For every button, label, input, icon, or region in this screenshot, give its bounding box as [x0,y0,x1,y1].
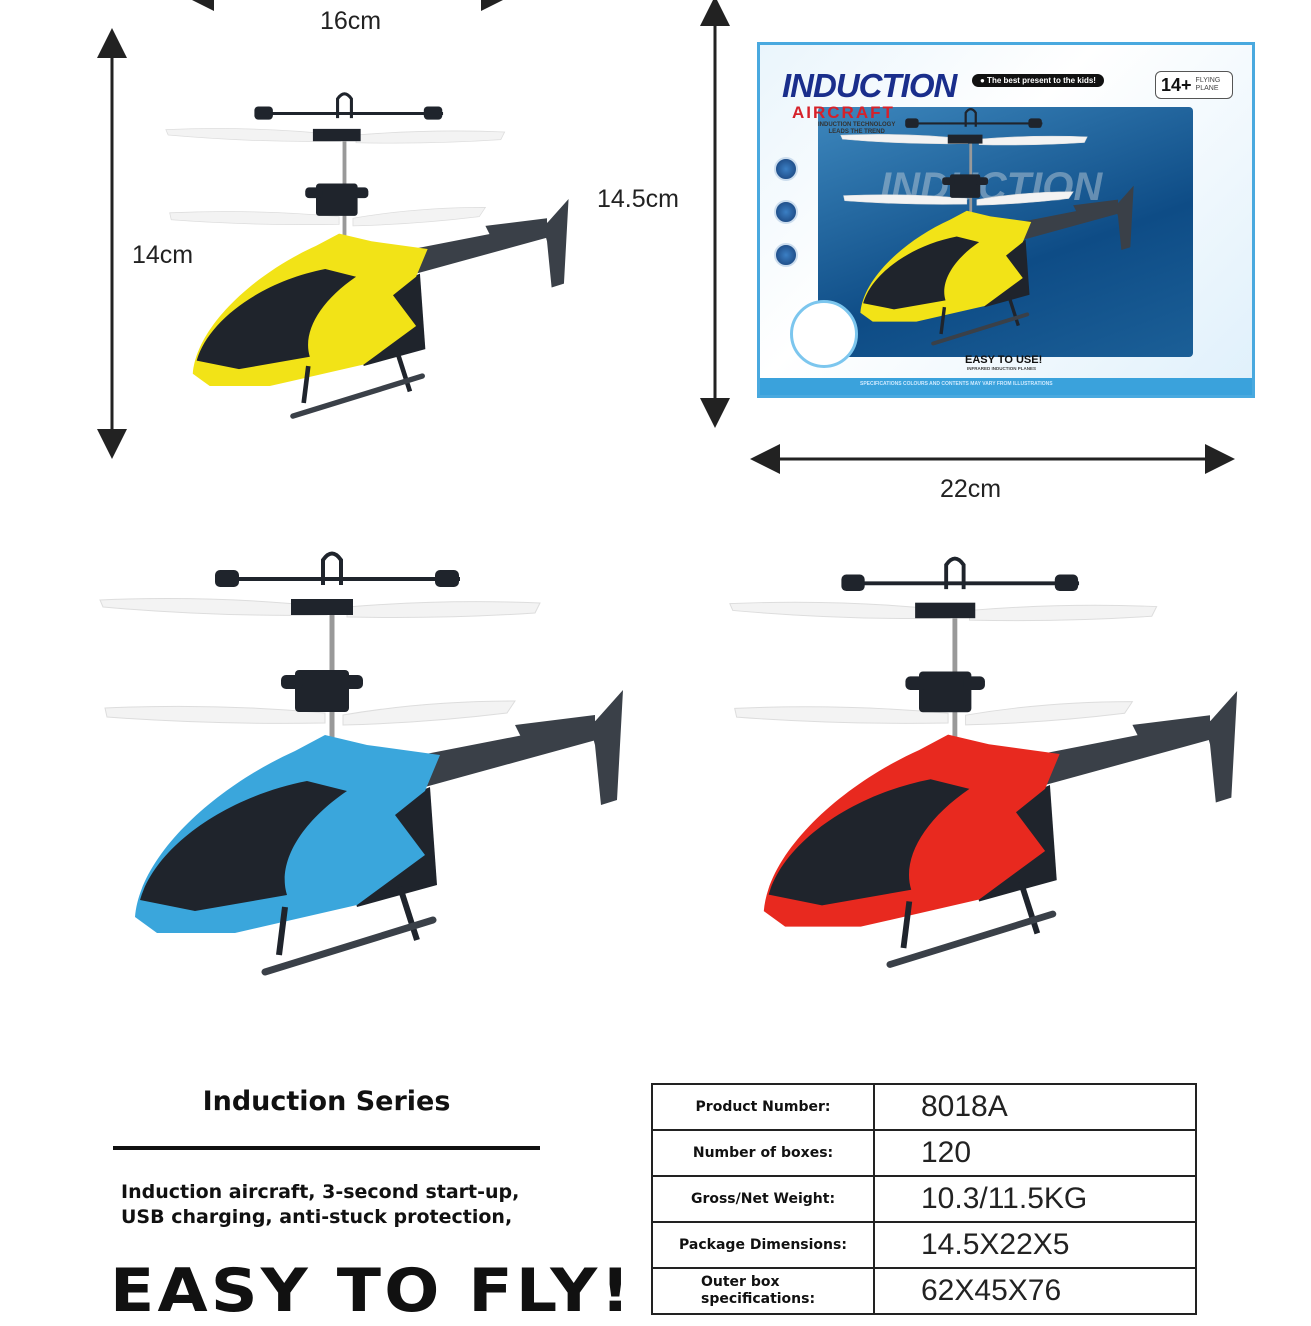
lower-rotor-blades [169,207,487,227]
skid-strut [1007,295,1020,327]
spec-value: 8018A [873,1083,1197,1131]
box-brand-sub: AIRCRAFT [792,103,895,122]
canopy [196,269,357,370]
table-row: Number of boxes:120 [651,1129,1197,1177]
description-line-1: Induction aircraft, 3-second start-up, [121,1181,520,1203]
canopy [863,236,980,310]
table-row: Package Dimensions:14.5X22X5 [651,1221,1197,1269]
rotor-hub [915,602,976,619]
spec-label: Gross/Net Weight: [651,1175,875,1223]
description-line-2: USB charging, anti-stuck protection, [121,1206,513,1228]
lower-rotor-blades [104,700,516,726]
spec-value: 10.3/11.5KG [873,1175,1197,1223]
spec-label: Product Number: [651,1083,875,1131]
flybar-weight [254,106,273,120]
skid-strut [276,906,288,956]
age-value: 14+ [1161,74,1192,95]
rotor-hub [291,599,353,615]
box-height-label: 14.5cm [597,185,679,213]
canopy [140,781,347,911]
lower-hub [950,174,981,198]
tail-fin [543,198,569,288]
flybar-weight [435,570,459,587]
spec-value: 120 [873,1129,1197,1177]
landing-skid [886,910,1057,968]
tail-fin [590,690,623,805]
tail-fin-horizontal [1073,199,1118,217]
lower-rotor-blades [734,701,1134,726]
skid-strut [394,349,413,393]
divider [113,1146,540,1150]
series-title: Induction Series [202,1086,451,1117]
lower-hub [919,671,972,713]
tail-fin [1115,185,1134,250]
height-label: 14cm [132,241,194,269]
spec-label: Number of boxes: [651,1129,875,1177]
box-slogan: ● The best present to the kids! [972,74,1104,87]
skid-strut [900,901,913,949]
spec-value: 14.5X22X5 [873,1221,1197,1269]
description: Induction aircraft, 3-second start-up, US… [121,1180,519,1230]
home-icon [774,157,798,181]
spec-value: 62X45X76 [873,1267,1197,1315]
flybar-weight [905,118,919,128]
headline: EASY TO FLY! [110,1256,634,1326]
skid-strut [397,886,420,941]
flybar-weight [215,570,239,587]
tail-fin [1205,690,1238,803]
width-label: 16cm [320,7,382,35]
spec-table: Product Number:8018A Number of boxes:120… [651,1083,1197,1315]
table-row: Gross/Net Weight:10.3/11.5KG [651,1175,1197,1223]
box-easy: EASY TO USE! [965,354,1043,366]
skid-strut [939,306,947,335]
rotor-hub [947,134,983,144]
flybar-weight [1028,118,1042,128]
skid-strut [1018,881,1041,935]
spec-label: Package Dimensions: [651,1221,875,1269]
lower-hub [295,670,349,712]
rotor-hub [312,128,361,142]
box-easy-sub: INFRARED INDUCTION PLANES [967,366,1037,371]
lower-hub [316,183,358,216]
flybar-weight [423,106,443,120]
box-brand: INDUCTION [782,67,957,104]
landing-skid [290,373,425,419]
tagline-2: LEADS THE TREND [828,129,885,135]
lower-rotor-blades [843,191,1074,206]
gyro-icon [774,243,798,267]
landing-skid [931,312,1030,346]
tail-fin-horizontal [485,218,547,242]
rotate-icon [774,200,798,224]
flybar-weight [1054,574,1079,592]
box-disclaimer: SPECIFICATIONS COLOURS AND CONTENTS MAY … [760,378,1252,395]
canopy [768,779,970,906]
table-row: Product Number:8018A [651,1083,1197,1131]
flybar-weight [841,574,865,592]
tagline-1: INDUCTION TECHNOLOGY [818,122,896,128]
hand-sensor-icon [790,300,858,368]
tail-fin-horizontal [515,715,595,745]
landing-skid [261,916,437,976]
box-width-label: 22cm [940,475,1002,503]
skid-strut [301,365,311,404]
